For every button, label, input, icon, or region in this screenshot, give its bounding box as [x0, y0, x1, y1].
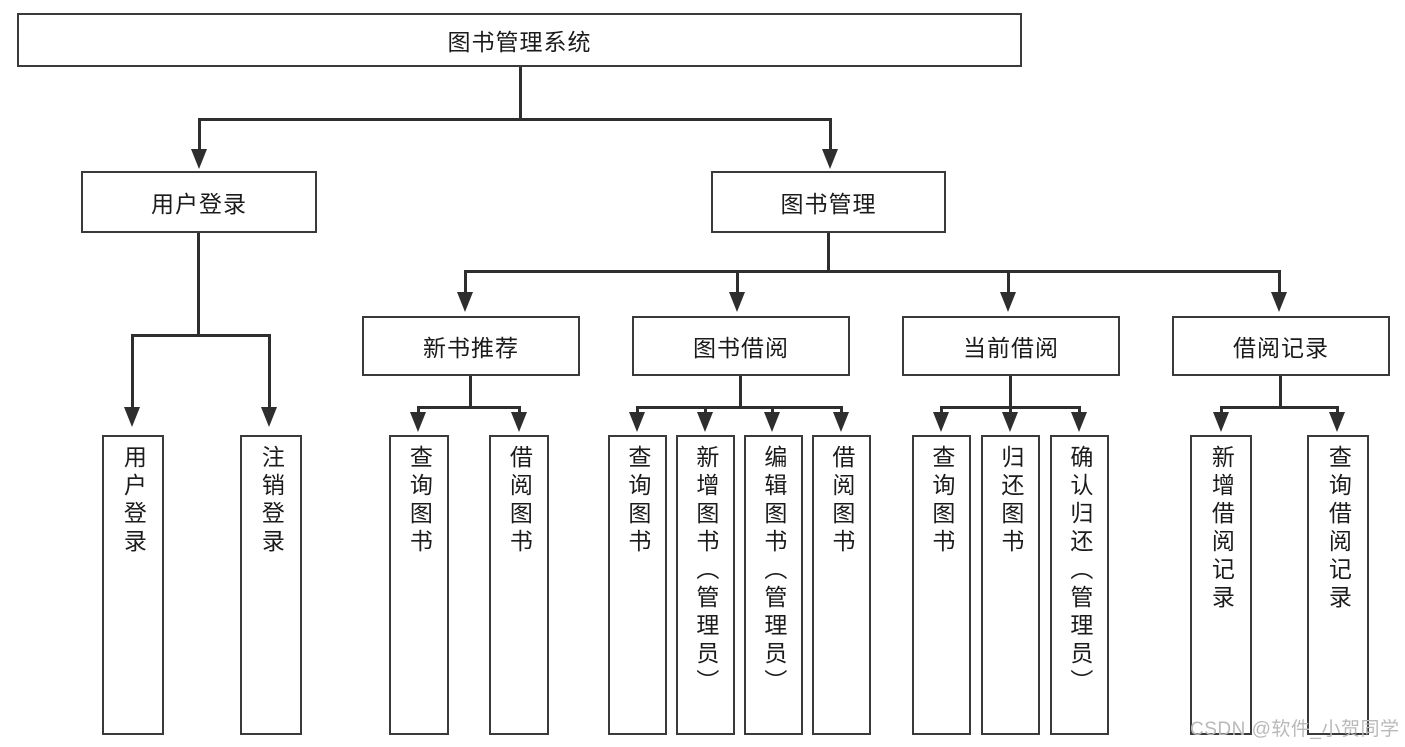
- leaf-add-borrow-record[interactable]: 新增借阅记录: [1190, 435, 1252, 735]
- leaf-label: 借阅图书: [506, 445, 533, 557]
- node-label: 图书管理: [780, 191, 877, 217]
- edge-borrow-record-stem: [1279, 376, 1282, 409]
- leaf-label: 查询借阅记录: [1325, 445, 1352, 613]
- arrow-to-new-book-rec: [457, 292, 473, 312]
- edge-book-mgmt-stem: [827, 233, 830, 273]
- edge-book-mgmt-to-borrow: [736, 270, 739, 294]
- leaf-query-borrow-record[interactable]: 查询借阅记录: [1307, 435, 1369, 735]
- arrow-to-current-borrow: [1000, 292, 1016, 312]
- leaf-return-book[interactable]: 归还图书: [981, 435, 1040, 735]
- arrow-nb-leaf-2: [511, 412, 527, 432]
- leaf-label: 查询图书: [928, 445, 955, 557]
- node-label: 图书管理系统: [447, 29, 592, 55]
- node-user-login[interactable]: 用户登录: [81, 171, 317, 233]
- edge-book-borrow-bar: [636, 406, 843, 409]
- node-label: 图书借阅: [693, 335, 789, 361]
- leaf-label: 新增借阅记录: [1208, 445, 1235, 613]
- arrow-to-leaf-logout: [261, 407, 277, 427]
- leaf-confirm-return-admin[interactable]: 确认归还（管理员）: [1050, 435, 1109, 735]
- node-label: 新书推荐: [423, 335, 519, 361]
- arrow-to-borrow-record: [1271, 292, 1287, 312]
- edge-user-login-stem: [197, 233, 200, 336]
- node-current-borrow[interactable]: 当前借阅: [902, 316, 1120, 376]
- leaf-add-book-admin[interactable]: 新增图书（管理员）: [676, 435, 735, 735]
- leaf-query-book-cb[interactable]: 查询图书: [912, 435, 971, 735]
- leaf-borrow-book-nb[interactable]: 借阅图书: [489, 435, 549, 735]
- edge-user-login-bar: [131, 334, 270, 337]
- arrow-nb-leaf-1: [410, 412, 426, 432]
- edge-book-mgmt-bar: [464, 270, 1281, 273]
- leaf-user-login[interactable]: 用户登录: [102, 435, 164, 735]
- arrow-to-leaf-user-login: [124, 407, 140, 427]
- arrow-bb-leaf-3: [764, 412, 780, 432]
- arrow-br-leaf-1: [1213, 412, 1229, 432]
- edge-user-login-to-leaf-2: [268, 334, 271, 409]
- arrow-cb-leaf-3: [1071, 412, 1087, 432]
- arrow-cb-leaf-2: [1002, 412, 1018, 432]
- edge-book-borrow-stem: [739, 376, 742, 409]
- arrow-cb-leaf-1: [933, 412, 949, 432]
- node-new-book-recommend[interactable]: 新书推荐: [362, 316, 580, 376]
- edge-book-mgmt-to-current: [1007, 270, 1010, 294]
- arrow-bb-leaf-4: [833, 412, 849, 432]
- node-label: 当前借阅: [963, 335, 1059, 361]
- edge-root-to-user-login: [198, 118, 201, 151]
- arrow-to-book-mgmt: [822, 149, 838, 169]
- leaf-label: 归还图书: [997, 445, 1024, 557]
- edge-borrow-record-bar: [1220, 406, 1339, 409]
- arrow-bb-leaf-1: [629, 412, 645, 432]
- node-book-borrow[interactable]: 图书借阅: [632, 316, 850, 376]
- arrow-br-leaf-2: [1329, 412, 1345, 432]
- node-book-management[interactable]: 图书管理: [711, 171, 946, 233]
- leaf-borrow-book-bb[interactable]: 借阅图书: [812, 435, 871, 735]
- edge-root-to-book-mgmt: [829, 118, 832, 151]
- arrow-to-user-login: [191, 149, 207, 169]
- edge-new-book-stem: [469, 376, 472, 409]
- edge-root-bar: [198, 118, 832, 121]
- edge-user-login-to-leaf-1: [131, 334, 134, 409]
- leaf-label: 注销登录: [258, 445, 285, 557]
- edge-book-mgmt-to-record: [1278, 270, 1281, 294]
- edge-new-book-bar: [417, 406, 521, 409]
- leaf-edit-book-admin[interactable]: 编辑图书（管理员）: [744, 435, 803, 735]
- csdn-watermark: CSDN @软件_小贺同学: [1190, 719, 1400, 740]
- edge-book-mgmt-to-new-book: [464, 270, 467, 294]
- leaf-query-book-nb[interactable]: 查询图书: [389, 435, 449, 735]
- leaf-label: 借阅图书: [828, 445, 855, 557]
- arrow-to-book-borrow: [729, 292, 745, 312]
- leaf-label: 编辑图书（管理员）: [760, 445, 787, 697]
- edge-root-stem: [519, 67, 522, 120]
- arrow-bb-leaf-2: [697, 412, 713, 432]
- leaf-logout[interactable]: 注销登录: [240, 435, 302, 735]
- edge-current-borrow-stem: [1009, 376, 1012, 409]
- leaf-label: 查询图书: [406, 445, 433, 557]
- leaf-label: 新增图书（管理员）: [692, 445, 719, 697]
- node-label: 借阅记录: [1233, 335, 1329, 361]
- leaf-label: 用户登录: [120, 445, 147, 557]
- node-root-system[interactable]: 图书管理系统: [17, 13, 1022, 67]
- leaf-query-book-bb[interactable]: 查询图书: [608, 435, 667, 735]
- node-borrow-record[interactable]: 借阅记录: [1172, 316, 1390, 376]
- node-label: 用户登录: [151, 191, 247, 217]
- leaf-label: 查询图书: [624, 445, 651, 557]
- leaf-label: 确认归还（管理员）: [1066, 445, 1093, 697]
